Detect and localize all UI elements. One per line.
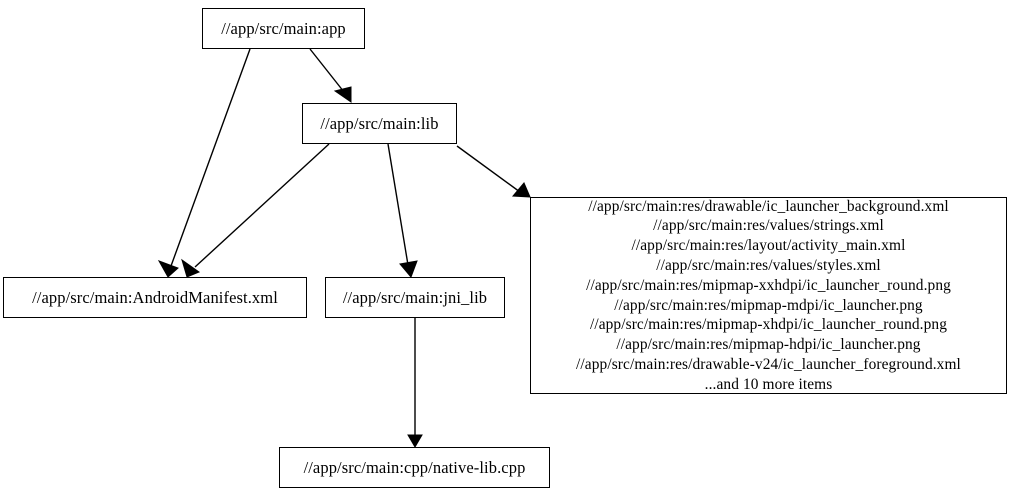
node-android-manifest[interactable]: //app/src/main:AndroidManifest.xml bbox=[3, 277, 307, 318]
edge-lib-to-android-manifest bbox=[181, 143, 330, 278]
node-res-group-label: //app/src/main:res/drawable/ic_launcher_… bbox=[576, 197, 961, 393]
node-native-lib-cpp[interactable]: //app/src/main:cpp/native-lib.cpp bbox=[279, 447, 550, 488]
edge-lib-to-android-manifest-line bbox=[194, 143, 330, 268]
edge-jni-lib-to-native-lib-cpp bbox=[407, 318, 423, 448]
edge-lib-to-jni-lib-arrowhead-icon bbox=[399, 260, 418, 278]
edge-lib-to-jni-lib bbox=[387, 143, 418, 278]
edge-app-to-lib-line bbox=[309, 48, 345, 93]
node-res-group[interactable]: //app/src/main:res/drawable/ic_launcher_… bbox=[530, 197, 1007, 394]
edge-lib-to-res-group-arrowhead-icon bbox=[511, 182, 531, 198]
node-jni-lib[interactable]: //app/src/main:jni_lib bbox=[325, 277, 505, 318]
edge-app-to-lib-arrowhead-icon bbox=[333, 86, 352, 103]
node-android-manifest-label: //app/src/main:AndroidManifest.xml bbox=[32, 287, 278, 307]
node-lib[interactable]: //app/src/main:lib bbox=[302, 103, 457, 144]
node-app-label: //app/src/main:app bbox=[221, 18, 346, 38]
edge-lib-to-android-manifest-arrowhead-icon bbox=[181, 258, 201, 278]
node-lib-label: //app/src/main:lib bbox=[320, 113, 439, 133]
edge-app-to-android-manifest bbox=[157, 48, 251, 278]
edge-lib-to-res-group bbox=[456, 145, 531, 198]
node-app[interactable]: //app/src/main:app bbox=[202, 8, 365, 49]
edge-lib-to-jni-lib-line bbox=[387, 143, 409, 266]
edge-app-to-android-manifest-line bbox=[170, 48, 251, 267]
edge-lib-to-res-group-line bbox=[456, 145, 521, 193]
edge-app-to-android-manifest-arrowhead-icon bbox=[157, 260, 179, 278]
edge-app-to-lib bbox=[309, 48, 352, 103]
node-jni-lib-label: //app/src/main:jni_lib bbox=[342, 287, 488, 307]
node-native-lib-cpp-label: //app/src/main:cpp/native-lib.cpp bbox=[303, 457, 526, 477]
edge-jni-lib-to-native-lib-cpp-arrowhead-icon bbox=[407, 434, 423, 448]
